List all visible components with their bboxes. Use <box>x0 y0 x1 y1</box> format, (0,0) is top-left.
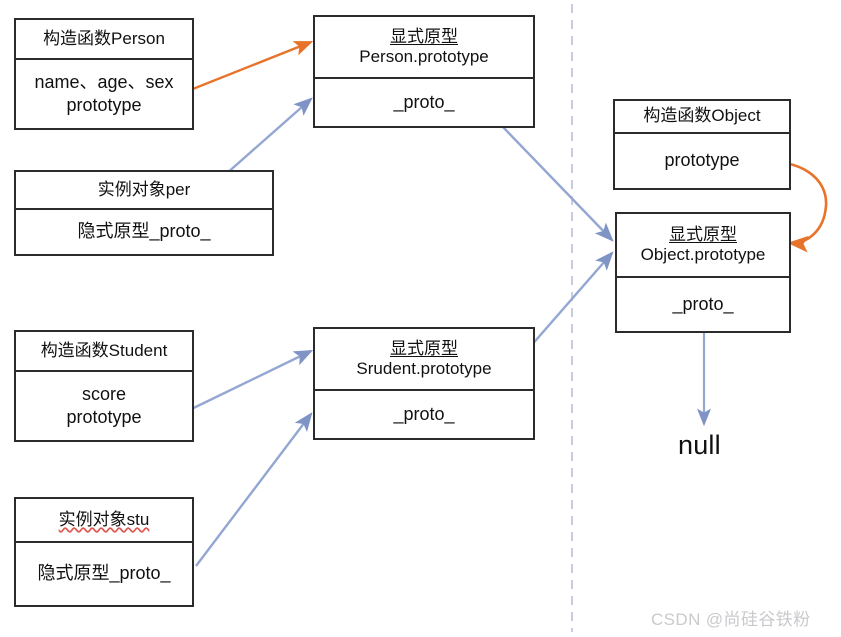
prototype-student-header: 显式原型 Srudent.prototype <box>315 329 533 391</box>
instance-stu-header-text: 实例对象stu <box>58 509 150 529</box>
constructor-person-box[interactable]: 构造函数Person name、age、sex prototype <box>14 18 194 130</box>
prototype-object-header-line1: 显式原型 <box>669 224 737 244</box>
null-label: null <box>678 430 721 460</box>
constructor-student-box[interactable]: 构造函数Student score prototype <box>14 330 194 442</box>
instance-stu-box[interactable]: 实例对象stu 隐式原型_proto_ <box>14 497 194 607</box>
arrow-stu-to-student-prototype <box>195 412 313 567</box>
constructor-person-body: name、age、sex prototype <box>34 71 174 115</box>
arrow-per-to-person-prototype <box>225 97 313 175</box>
instance-per-body: 隐式原型_proto_ <box>77 221 211 242</box>
prototype-student-box[interactable]: 显式原型 Srudent.prototype _proto_ <box>313 327 535 440</box>
prototype-student-header-line1: 显式原型 <box>390 338 458 358</box>
prototype-person-body: _proto_ <box>393 91 455 112</box>
prototype-student-body: _proto_ <box>393 403 455 424</box>
prototype-object-box[interactable]: 显式原型 Object.prototype _proto_ <box>615 212 791 333</box>
prototype-person-header: 显式原型 Person.prototype <box>315 17 533 79</box>
prototype-object-header: 显式原型 Object.prototype <box>617 214 789 278</box>
instance-stu-header: 实例对象stu <box>16 499 192 543</box>
prototype-object-body: _proto_ <box>672 293 734 314</box>
prototype-object-header-line2: Object.prototype <box>640 245 766 264</box>
constructor-student-header: 构造函数Student <box>16 332 192 372</box>
instance-stu-body: 隐式原型_proto_ <box>37 563 171 584</box>
constructor-object-body: prototype <box>664 150 740 171</box>
constructor-object-header: 构造函数Object <box>615 101 789 134</box>
instance-per-box[interactable]: 实例对象per 隐式原型_proto_ <box>14 170 274 256</box>
constructor-student-body: score prototype <box>66 383 142 427</box>
constructor-person-header: 构造函数Person <box>16 20 192 60</box>
prototype-person-box[interactable]: 显式原型 Person.prototype _proto_ <box>313 15 535 128</box>
prototype-student-header-line2: Srudent.prototype <box>356 359 492 378</box>
csdn-watermark: CSDN @尚硅谷铁粉 <box>651 610 811 629</box>
prototype-person-header-line2: Person.prototype <box>359 47 489 66</box>
constructor-object-box[interactable]: 构造函数Object prototype <box>613 99 791 190</box>
prototype-person-header-line1: 显式原型 <box>390 26 458 46</box>
instance-per-header: 实例对象per <box>16 172 272 210</box>
arrow-student-to-student-prototype <box>174 349 314 419</box>
